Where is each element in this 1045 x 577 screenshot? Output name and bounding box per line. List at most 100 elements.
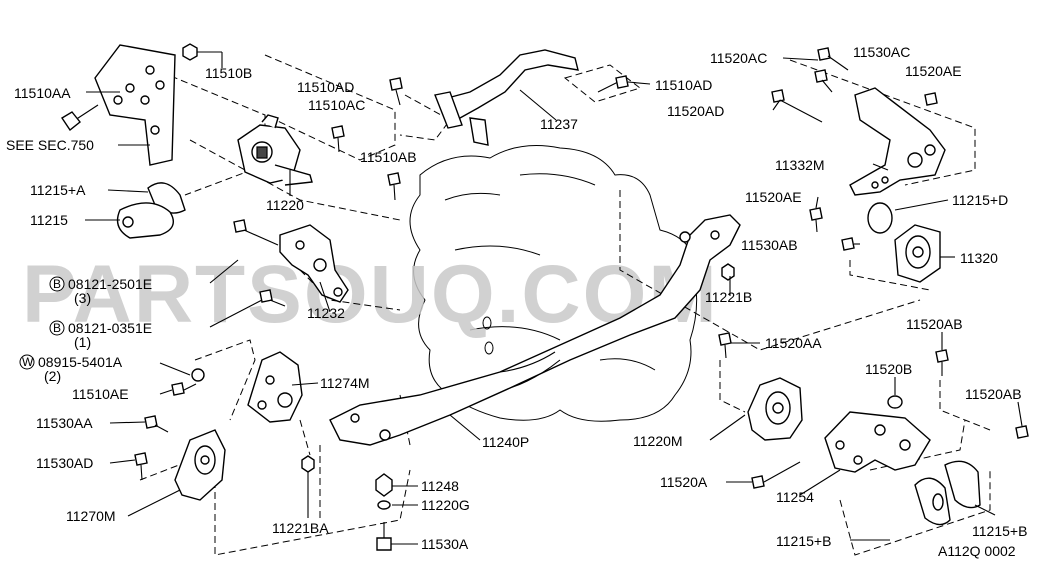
label-11215B-left: 11215+B bbox=[776, 533, 831, 549]
label-11520AD: 11520AD bbox=[667, 103, 724, 119]
label-11520AB-top: 11520AB bbox=[906, 316, 963, 332]
bolt-11520AB-top bbox=[935, 349, 949, 376]
label-qty-1: (1) bbox=[74, 334, 91, 350]
bracket-11274M bbox=[247, 351, 303, 423]
label-11520AC: 11520AC bbox=[710, 50, 767, 66]
label-11510AC: 11510AC bbox=[308, 97, 365, 113]
nut-11248 bbox=[375, 473, 393, 497]
bolt-11520AA bbox=[718, 332, 732, 359]
washer-11220G bbox=[377, 500, 391, 510]
label-11520AE-top: 11520AE bbox=[905, 63, 962, 79]
label-11220: 11220 bbox=[266, 197, 304, 213]
label-qty-3: (3) bbox=[74, 290, 91, 306]
bumper-11215B-right bbox=[944, 460, 981, 509]
label-08121-2501E: 08121-2501E bbox=[68, 276, 152, 292]
bolt-11510AD-right bbox=[597, 75, 629, 93]
washer-11520B bbox=[887, 395, 903, 409]
bumper-11215B-left bbox=[914, 477, 951, 526]
label-qty-2: (2) bbox=[44, 368, 61, 384]
watermark: PARTSOUQ.COM bbox=[22, 249, 719, 340]
label-11270M: 11270M bbox=[66, 508, 116, 524]
label-11221B: 11221B bbox=[705, 289, 752, 305]
bolt-08121-0351E bbox=[259, 289, 286, 307]
bolt-11520A bbox=[751, 461, 801, 489]
washer-08915-5401A bbox=[191, 368, 205, 382]
label-11320: 11320 bbox=[960, 250, 998, 266]
label-11510AD-right: 11510AD bbox=[655, 77, 712, 93]
label-11520AE-mid: 11520AE bbox=[745, 189, 802, 205]
badge-B-2-letter: B bbox=[53, 321, 61, 335]
bracket-11232 bbox=[279, 224, 349, 303]
bolt-08121-2501E bbox=[233, 219, 279, 246]
label-11215D: 11215+D bbox=[952, 192, 1008, 208]
label-11530AC: 11530AC bbox=[853, 44, 910, 60]
label-11215A: 11215+A bbox=[30, 182, 86, 198]
label-11221BA: 11221BA bbox=[272, 520, 329, 536]
bolt-11530AD bbox=[134, 452, 148, 481]
engine-outline bbox=[409, 145, 698, 422]
label-11274M: 11274M bbox=[320, 375, 370, 391]
dashed-leaders bbox=[119, 54, 991, 556]
bolt-11520AC bbox=[814, 69, 833, 93]
bumper-11215 bbox=[116, 202, 174, 239]
bolt-11510AC bbox=[331, 125, 345, 153]
label-11530AA-left: 11530AA bbox=[36, 415, 93, 431]
badge-W: W bbox=[19, 354, 35, 370]
label-11215B-right: 11215+B bbox=[972, 523, 1027, 539]
label-11510AD-top: 11510AD bbox=[297, 79, 354, 95]
label-11530A: 11530A bbox=[421, 536, 469, 552]
label-08915-5401A: 08915-5401A bbox=[38, 354, 123, 370]
badge-B-1-letter: B bbox=[53, 277, 61, 291]
crossmember-11240P bbox=[329, 214, 741, 446]
diagram-code: A112Q 0002 bbox=[938, 543, 1016, 559]
mount-11270M bbox=[174, 429, 226, 501]
label-11530AD: 11530AD bbox=[36, 455, 93, 471]
badge-B-2: B bbox=[49, 320, 65, 336]
label-11520B: 11520B bbox=[865, 361, 912, 377]
bracket-11254 bbox=[824, 411, 931, 473]
label-08121-0351E: 08121-0351E bbox=[68, 320, 152, 336]
bar-11237 bbox=[434, 49, 579, 146]
badge-B-1: B bbox=[49, 276, 65, 292]
label-11520A: 11520A bbox=[660, 474, 708, 490]
bolt-11520AE-top bbox=[924, 92, 938, 106]
label-11510AB: 11510AB bbox=[360, 149, 417, 165]
bolt-11510AB bbox=[387, 172, 401, 201]
label-see-sec-750[interactable]: SEE SEC.750 bbox=[6, 137, 94, 153]
label-11220G: 11220G bbox=[421, 497, 470, 513]
label-11510AA: 11510AA bbox=[14, 85, 71, 101]
label-11510AE: 11510AE bbox=[72, 386, 129, 402]
bracket-11332M bbox=[849, 87, 946, 196]
bolt-11520AB-right bbox=[1015, 425, 1029, 439]
label-11520AB-right: 11520AB bbox=[965, 386, 1022, 402]
bracket-11510AA bbox=[94, 44, 176, 166]
bolt-11520AD bbox=[771, 89, 823, 123]
nut-11221BA bbox=[301, 455, 315, 473]
nut-11221B bbox=[721, 263, 735, 281]
mount-11220M bbox=[747, 377, 803, 441]
bolt-11530AA-left bbox=[144, 415, 169, 433]
bolt-11520AE-mid bbox=[809, 207, 823, 233]
mount-11320 bbox=[894, 224, 941, 283]
label-11240P: 11240P bbox=[482, 434, 529, 450]
bolt-11530AC bbox=[817, 47, 849, 71]
badge-W-letter: W bbox=[22, 355, 34, 369]
washer-11215D bbox=[867, 202, 893, 234]
bolt-11510AA bbox=[61, 104, 99, 132]
label-11520AA: 11520AA bbox=[765, 335, 822, 351]
bolt-11510AD-top bbox=[389, 77, 403, 106]
label-11232: 11232 bbox=[307, 305, 345, 321]
label-11248: 11248 bbox=[421, 478, 459, 494]
label-11530AB: 11530AB bbox=[741, 237, 798, 253]
label-11237: 11237 bbox=[540, 116, 578, 132]
part-labels: 11510AA 11510B SEE SEC.750 11215+A 11215… bbox=[6, 44, 1027, 559]
leader-lines bbox=[85, 51, 1023, 545]
nut-11510B bbox=[182, 43, 198, 61]
label-11215: 11215 bbox=[30, 212, 68, 228]
label-11332M: 11332M bbox=[775, 157, 825, 173]
label-11510B: 11510B bbox=[205, 65, 252, 81]
bolt-11530A bbox=[376, 522, 392, 551]
label-11220M: 11220M bbox=[633, 433, 683, 449]
